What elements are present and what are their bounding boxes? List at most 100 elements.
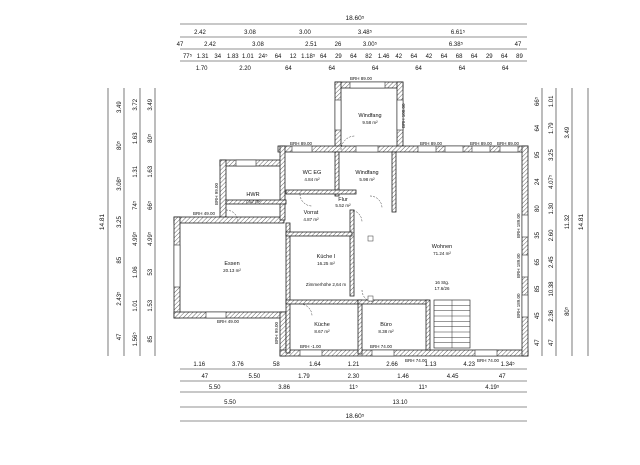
dimension-label: 2.30 [348,374,360,380]
window [355,145,379,153]
dimension-label: 1.79 [549,122,555,134]
top-row2-dim: 2.42 [204,42,216,48]
dimension-label: 47 [549,339,555,346]
top-dimensions: 18.60⁵ 2.42 3.08 3.00 3.48⁵ 6.61⁵ 47 2.4… [177,15,527,72]
dimension-label: 42 [426,54,433,60]
dimension-label: 66⁵ [534,96,541,106]
stairs-ratio: 17.6/26 [434,286,450,291]
door-swing [299,193,313,207]
dimension-label: 42 [395,54,402,60]
wall [425,299,431,351]
dimension-label: 1.31 [197,54,209,60]
top-row2-dim: 47 [515,42,522,48]
dimension-label: 64 [372,66,379,72]
dimension-label: 1.01 [549,95,555,107]
dimension-label: 1.46 [397,374,409,380]
wall [285,189,357,195]
brh-label: BRH 189.00 [516,213,521,238]
window [235,159,257,167]
dimension-label: 3.76 [232,362,244,368]
dimension-label: 66⁵ [147,200,154,210]
top-row2-dim: 3.08 [252,42,264,48]
room-wc-eg-area: 4.84 m² [304,177,320,182]
dimension-label: 11.32 [565,214,571,229]
dimension-label: 35 [535,231,541,238]
left-overall-label: 14.81 [99,213,106,230]
wall [334,151,340,197]
room-vorrat-area: 4.87 m² [303,217,319,222]
brh-label: BRH 89.00 [290,141,313,146]
dimension-label: 47 [201,374,208,380]
dimension-label: 3.86 [278,385,290,391]
door-swing [299,303,313,317]
room-essen: Essen [224,261,239,267]
window [521,214,529,238]
wall [391,151,397,213]
dimension-label: 64 [275,54,282,60]
dimension-label: 1.16 [193,362,205,368]
dimension-label: 64 [328,66,335,72]
dimension-label: 29 [486,54,493,60]
dimension-label: 34 [214,54,221,60]
dimension-label: 4.07⁵ [548,174,555,189]
dimension-label: 4.99⁵ [132,231,139,246]
bottom-overall-label: 18.60⁵ [346,413,365,420]
dimension-label: 3.25 [117,216,123,228]
dimension-label: 24⁵ [258,53,268,60]
dimension-label: 64 [415,66,422,72]
room-kueche-area: 8.67 m² [314,329,330,334]
door-swing [225,209,239,223]
dimension-label: 24 [535,178,541,185]
window [173,244,181,288]
window [417,145,437,153]
top-row1-dim: 3.08 [244,30,256,36]
wall [285,299,359,305]
room-wc-eg: WC EG [303,170,322,176]
brh-label: BRH 74.00 [370,344,393,349]
doors [225,135,383,317]
dimension-label: 80⁵ [564,306,571,316]
wall [173,311,287,319]
dimension-label: 45 [535,312,541,319]
dimension-label: 1.83 [227,54,239,60]
brh-label: BRH 189.00 [516,293,521,318]
dimension-label: 80 [535,205,541,212]
dimension-label: 4.19⁵ [485,384,500,391]
dimension-label: 3.49 [148,98,154,110]
ceiling-height-note: Zimmerhöhe 2,64 m [306,282,347,287]
dimension-label: 82 [365,54,372,60]
bottom-row-d-dim: 5.50 [224,400,236,406]
room-windfang-area: 5.98 m² [359,177,375,182]
dimension-label: 3.49 [117,101,123,113]
top-row1-dim: 3.48⁵ [358,29,373,36]
door-swing [369,195,383,209]
brh-label: BRH 74.00 [405,358,428,363]
dimension-label: 1.34⁵ [501,361,516,368]
sill-height-labels: BRH 89.00 BRH 89.00 BRH 89.00 BRH 89.00 … [193,76,521,363]
top-row2-dim: 2.51 [305,42,317,48]
dimension-label: 64 [535,124,541,131]
dimension-label: 64 [502,66,509,72]
dimension-label: 85 [148,335,154,342]
dimension-label: 10.38 [549,281,555,297]
dimension-label: 58 [273,362,280,368]
dimension-label: 11⁵ [419,384,428,391]
dimension-label: 1.06 [133,266,139,278]
brh-label: BRH 89.00 [420,141,443,146]
dimension-label: 2.20 [239,66,251,72]
wall [173,216,285,224]
staircase [433,299,471,349]
dimension-label: 64 [411,54,418,60]
dimension-label: 3.08⁵ [116,176,123,191]
wall [285,222,291,354]
dimension-label: 12 [290,54,297,60]
door-swing [340,135,356,151]
room-windfang: Windfang [355,170,378,176]
dimension-label: 64 [350,54,357,60]
room-kueche-i-area: 16.25 m² [317,261,335,266]
